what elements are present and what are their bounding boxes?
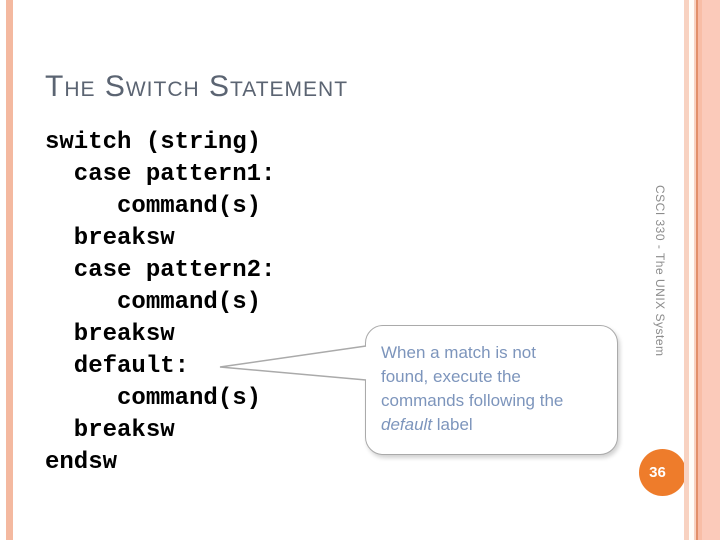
callout-line: commands following the — [381, 391, 564, 410]
callout-line: When a match is not — [381, 343, 536, 362]
right-accent-stripe — [689, 0, 694, 540]
callout-line: found, execute the — [381, 367, 521, 386]
right-accent-stripe — [694, 0, 696, 540]
callout-line: default label — [381, 413, 607, 437]
callout-italic-word: default — [381, 415, 433, 434]
left-accent-stripe — [6, 0, 13, 540]
code-block: switch (string) case pattern1: command(s… — [45, 129, 276, 476]
callout-box: When a match is not found, execute the c… — [365, 325, 618, 455]
page-number-badge: 36 — [639, 449, 686, 496]
right-accent-stripe — [696, 0, 698, 540]
right-accent-stripe — [684, 0, 689, 540]
course-sidebar-text: CSCI 330 - The UNIX System — [653, 185, 667, 357]
right-accent-stripe — [698, 0, 702, 540]
callout-line-end: label — [432, 415, 473, 434]
right-accent-stripe — [702, 0, 720, 540]
callout-text: When a match is not found, execute the c… — [381, 341, 607, 437]
page-title: The Switch Statement — [45, 70, 349, 103]
